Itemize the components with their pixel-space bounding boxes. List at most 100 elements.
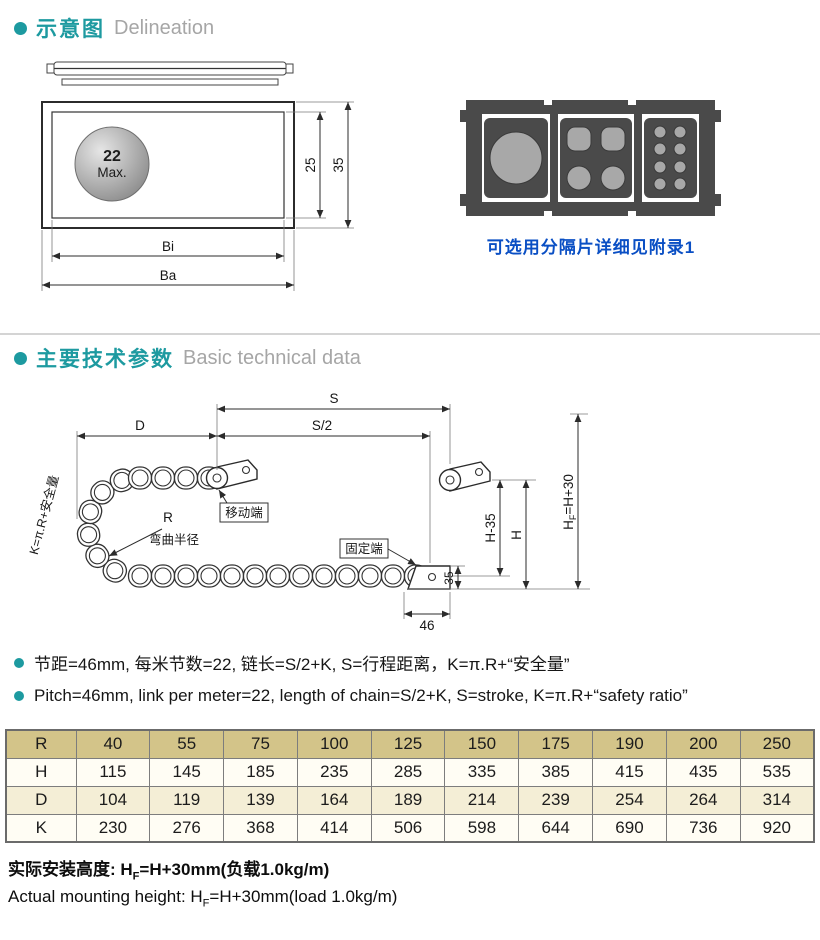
table-cell: 239 <box>518 785 594 815</box>
dim-bracket-35: 35 <box>442 566 462 589</box>
chain-link <box>173 466 199 490</box>
table-cell: 190 <box>592 729 667 759</box>
table-cell: 150 <box>444 729 520 759</box>
table-cell: 214 <box>444 785 520 815</box>
table-cell: 145 <box>149 757 225 787</box>
table-cell: 115 <box>75 757 151 787</box>
table-cell: 189 <box>370 785 446 815</box>
mounting-height-note-en: Actual mounting height: HF=H+30mm(load 1… <box>8 887 397 909</box>
chain-link <box>265 564 291 588</box>
dim-s-label: S <box>329 391 338 406</box>
safety-formula-label: K=π.R+安全量 <box>26 474 62 557</box>
footer-en-prefix: Actual mounting height: H <box>8 887 203 906</box>
chain-link <box>288 564 314 588</box>
chain-link <box>127 466 153 490</box>
table-cell: 535 <box>739 757 815 787</box>
divider-frame <box>460 100 721 216</box>
section-header-technical: 主要技术参数 Basic technical data <box>14 343 361 373</box>
footer-en-rest: =H+30mm(load 1.0kg/m) <box>209 887 398 906</box>
table-cell: 435 <box>665 757 741 787</box>
row-label: K <box>5 813 77 843</box>
table-cell: 368 <box>223 813 298 843</box>
table-cell: 276 <box>149 813 225 843</box>
dim-ba-label: Ba <box>160 268 177 283</box>
table-cell: 415 <box>592 757 667 787</box>
max-cable-unit: Max. <box>97 165 126 180</box>
chain-link <box>150 564 176 588</box>
chain-link <box>219 564 245 588</box>
table-cell: 690 <box>592 813 667 843</box>
bend-radius-label: 弯曲半径 <box>149 532 199 547</box>
note-text-zh: 节距=46mm, 每米节数=22, 链长=S/2+K, S=行程距离，K=π.R… <box>34 655 570 674</box>
row-label: H <box>5 757 77 787</box>
fixed-end-callout: 固定端 <box>339 538 417 566</box>
section-title-zh: 主要技术参数 <box>36 348 174 371</box>
table-cell: 920 <box>739 813 815 843</box>
moving-end-label: 移动端 <box>225 506 263 520</box>
table-cell: 254 <box>592 785 667 815</box>
table-cell: 175 <box>518 729 594 759</box>
cable-chain-drawing: S D S/2 R 弯曲半径 K=π.R+安全量 移动端 固定端 <box>26 391 590 633</box>
dim-bi-label: Bi <box>162 239 174 254</box>
divider-option-illustration <box>460 100 721 216</box>
moving-end-callout: 移动端 <box>218 489 269 523</box>
cover-lid <box>46 61 294 86</box>
row-label: D <box>5 785 77 815</box>
dim-outer-height: 35 <box>296 101 354 229</box>
table-cell: 335 <box>444 757 520 787</box>
table-cell: 119 <box>149 785 225 815</box>
dim-hf: HF=H+30 <box>561 414 582 589</box>
dim-outer-width: Ba <box>41 230 295 291</box>
table-cell: 598 <box>444 813 520 843</box>
chain-link <box>311 564 337 588</box>
table-cell: 55 <box>149 729 225 759</box>
dim-35-label: 35 <box>331 157 346 172</box>
dim-s-half-label: S/2 <box>312 418 332 433</box>
section-bullet-icon <box>14 351 27 365</box>
chain-link <box>150 466 176 490</box>
dim-h-minus-35-label: H-35 <box>483 513 498 542</box>
table-cell: 185 <box>223 757 298 787</box>
row-label: R <box>5 729 77 759</box>
dim-hf-label: HF=H+30 <box>561 474 578 530</box>
dim-stroke-s: S <box>217 391 450 413</box>
radius-letter-label: R <box>163 510 173 525</box>
section-title-zh: 示意图 <box>36 18 105 41</box>
mounting-height-note-zh: 实际安装高度: HF=H+30mm(负载1.0kg/m) <box>8 855 329 882</box>
compartment-medium-cables <box>560 118 632 198</box>
table-cell: 100 <box>296 729 372 759</box>
note-text-en: Pitch=46mm, link per meter=22, length of… <box>34 686 688 705</box>
divider-option-caption: 可选用分隔片详细见附录1 <box>486 238 696 257</box>
dim-d-and-s-half: D S/2 <box>77 418 430 440</box>
note-line-en: Pitch=46mm, link per meter=22, length of… <box>14 686 688 706</box>
table-cell: 104 <box>75 785 151 815</box>
table-cell: 314 <box>739 785 815 815</box>
note-bullet-icon <box>14 657 24 668</box>
chain-link <box>380 564 406 588</box>
table-cell: 264 <box>665 785 741 815</box>
chain-link <box>334 564 360 588</box>
dim-35-label: 35 <box>442 571 456 585</box>
table-cell: 285 <box>370 757 446 787</box>
fixed-end-label: 固定端 <box>345 541 383 556</box>
chain-link <box>173 564 199 588</box>
section-title-en: Delineation <box>114 16 215 39</box>
table-cell: 235 <box>296 757 372 787</box>
table-cell: 200 <box>665 729 741 759</box>
max-cable-value: 22 <box>103 148 121 165</box>
hf-rest: =H+30 <box>561 474 576 515</box>
section-bullet-icon <box>14 21 27 35</box>
table-cell: 644 <box>518 813 594 843</box>
table-cell: 385 <box>518 757 594 787</box>
footer-zh-prefix: 实际安装高度: H <box>8 860 133 879</box>
dim-inner-height: 25 <box>286 111 326 219</box>
section-header-delineation: 示意图 Delineation <box>14 13 214 43</box>
dim-46-label: 46 <box>419 618 434 633</box>
table-cell: 139 <box>223 785 298 815</box>
compartment-large-cable <box>484 118 548 198</box>
table-cell: 125 <box>370 729 446 759</box>
